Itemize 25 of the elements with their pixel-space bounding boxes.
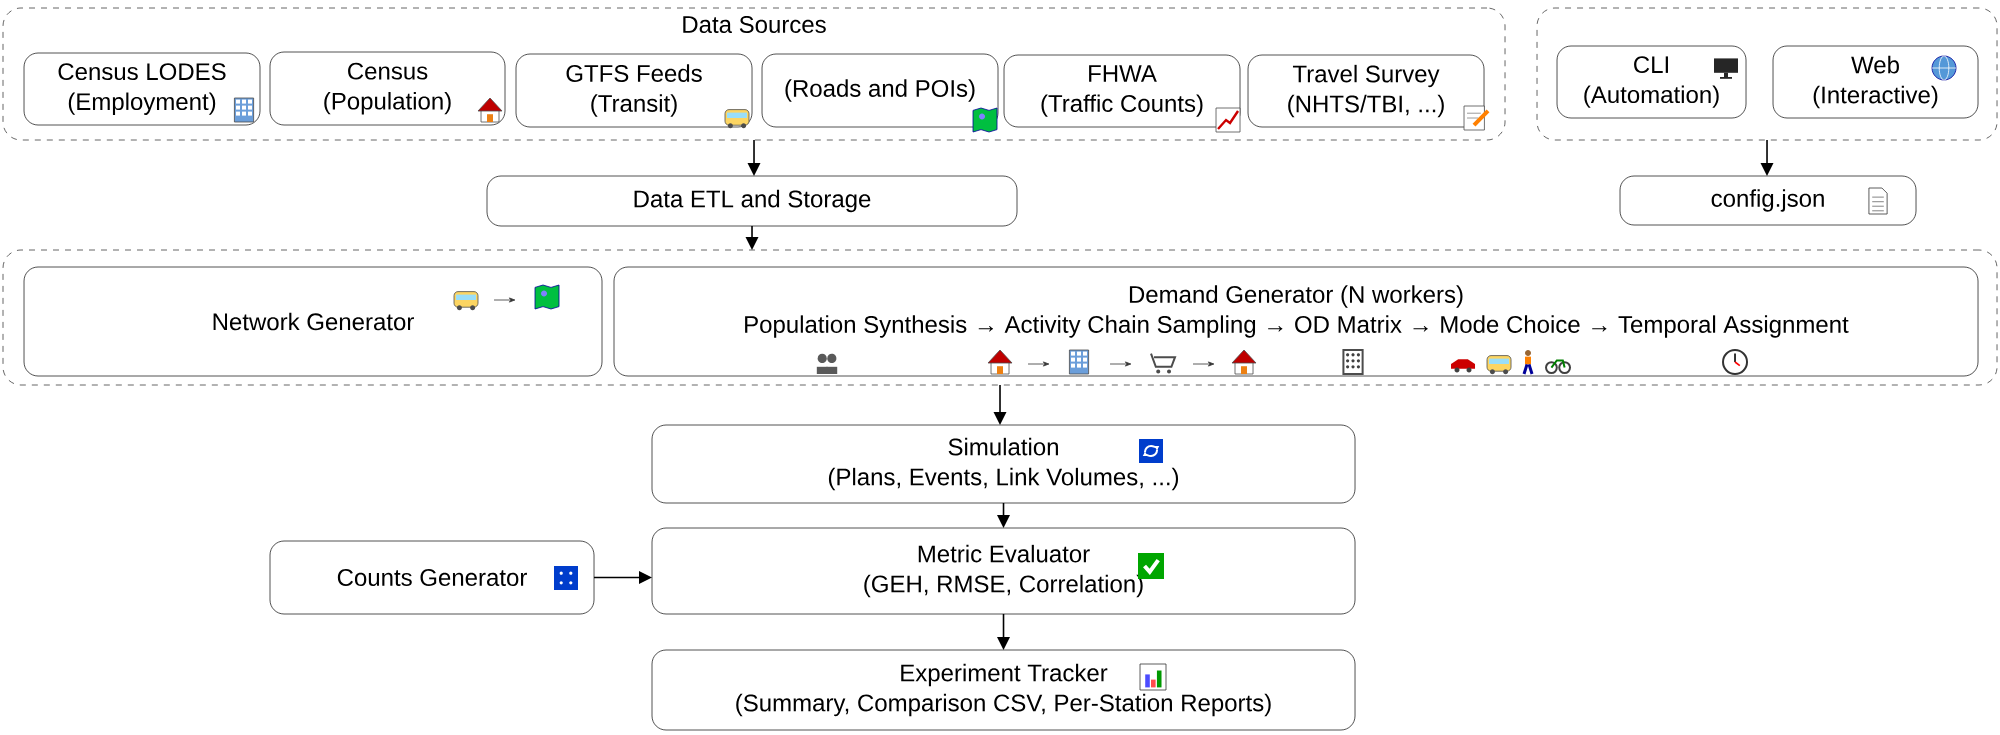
arrow: [997, 502, 1010, 528]
process-box: GTFS Feeds (Transit): [515, 53, 753, 128]
process-box: CLI (Automation): [1556, 45, 1747, 119]
process-box: (Roads and POIs): [761, 53, 999, 128]
process-box: Web (Interactive): [1772, 45, 1979, 119]
process-box: Census (Population): [269, 51, 506, 126]
process-box: Counts Generator: [269, 540, 595, 615]
process-box: Demand Generator (N workers) Population Synthesis → Activity Chain Sampling → OD Matrix → Mode Choice → Temporal Assignment: [613, 266, 1979, 377]
process-box: Census LODES (Employment): [23, 52, 261, 126]
arrow: [593, 571, 652, 584]
arrow: [993, 384, 1007, 425]
process-box: Travel Survey (NHTS/TBI, ...): [1247, 54, 1485, 128]
process-box: Network Generator: [23, 266, 603, 377]
arrow: [745, 225, 759, 250]
arrow: [997, 613, 1010, 650]
process-box: FHWA (Traffic Counts): [1003, 54, 1241, 128]
arrow: [747, 139, 761, 176]
dashed-group-frame: [1536, 7, 1998, 141]
process-box: Data ETL and Storage: [486, 175, 1018, 227]
process-box: Metric Evaluator (GEH, RMSE, Correlation): [651, 527, 1356, 615]
dashed-group-frame: [2, 249, 1998, 386]
process-box: config.json: [1619, 175, 1917, 226]
process-box: Simulation (Plans, Events, Link Volumes, ...): [651, 424, 1356, 504]
arrow: [1760, 139, 1774, 176]
process-box: Experiment Tracker (Summary, Comparison CSV, Per-Station Reports): [651, 649, 1356, 731]
